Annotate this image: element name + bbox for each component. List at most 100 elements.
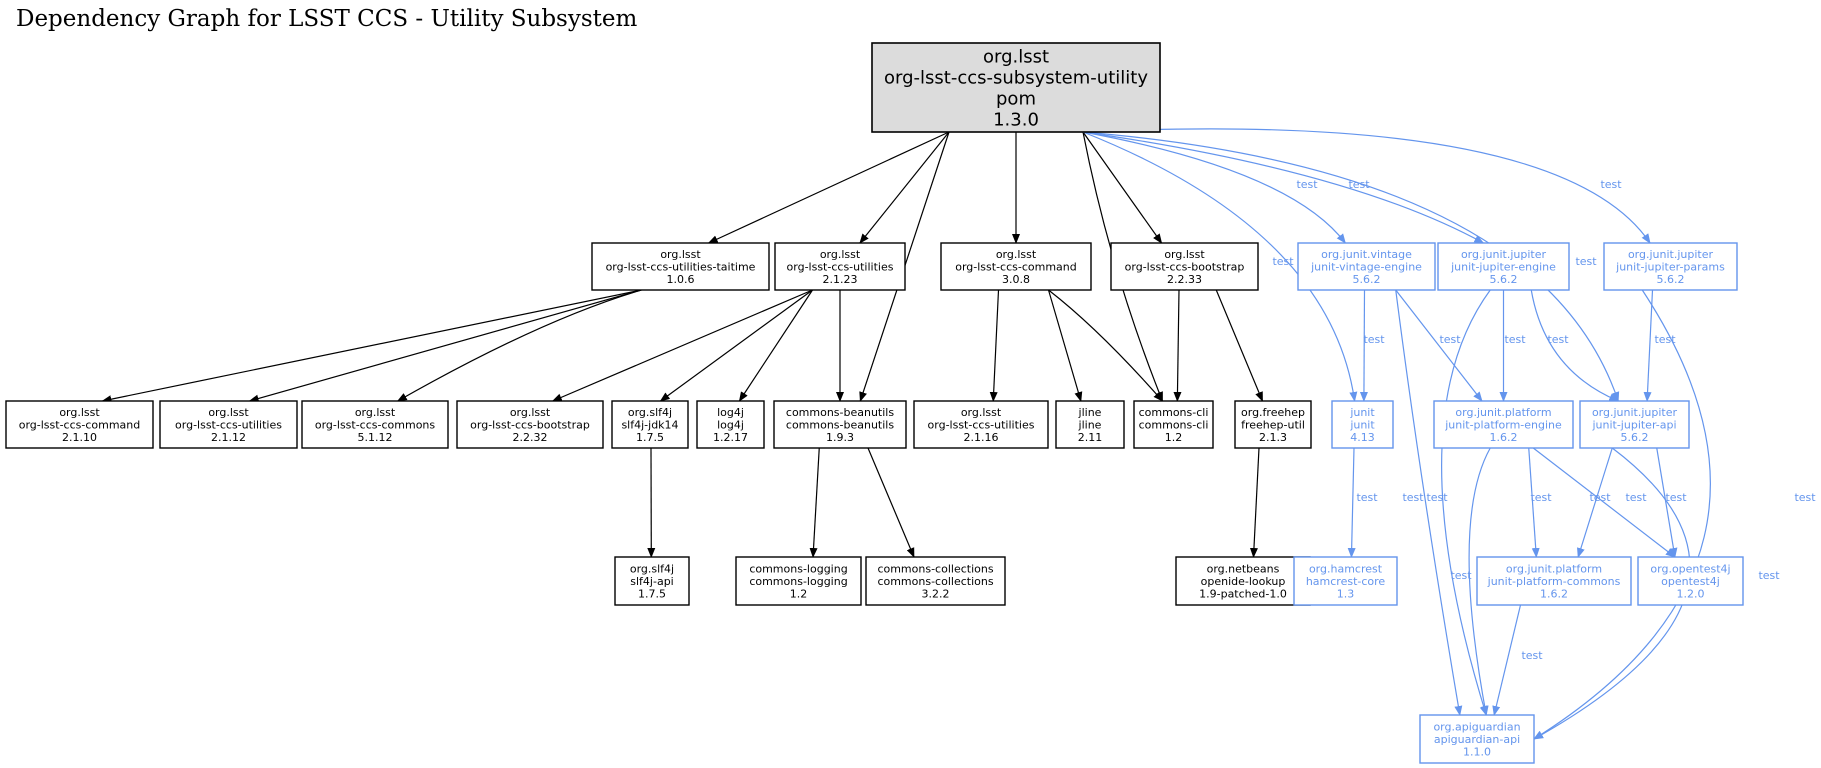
node-box: [774, 242, 906, 291]
node-box: [1297, 242, 1436, 291]
edge-jupparams-to-apiguardian: [1533, 289, 1711, 740]
node-label-line: 1.3.0: [993, 109, 1039, 130]
node-label-line: junit-jupiter-api: [1591, 418, 1676, 431]
node-label-line: junit-vintage-engine: [1310, 260, 1422, 273]
node-label-line: commons-cli: [1139, 418, 1209, 431]
node-label-line: 2.2.33: [1167, 273, 1202, 286]
node-label-line: 1.1.0: [1463, 745, 1491, 758]
node-label-line: commons-cli: [1139, 406, 1209, 419]
node-label-line: org.junit.vintage: [1321, 248, 1412, 261]
edge-jupparams-to-jupapi: [1643, 289, 1654, 402]
node-label-line: commons-logging: [749, 575, 847, 588]
node-label-line: org.opentest4j: [1650, 562, 1730, 575]
node-jupparams: org.junit.jupiterjunit-jupiter-params5.6…: [1603, 242, 1738, 291]
node-root: org.lsstorg-lsst-ccs-subsystem-utilitypo…: [871, 42, 1161, 133]
node-label-line: org.lsst: [660, 248, 701, 261]
edge-junit-to-hamcrest: [1347, 447, 1356, 558]
node-label-line: junit: [1349, 406, 1375, 419]
edge-root-to-junit: [1082, 131, 1358, 402]
edge-label: test: [1530, 491, 1552, 504]
node-label-line: org-lsst-ccs-command: [955, 260, 1077, 273]
node-label-line: org.lsst: [355, 406, 396, 419]
node-label-line: org.lsst: [208, 406, 249, 419]
node-label-line: org-lsst-ccs-utilities: [787, 260, 894, 273]
edge-command308-to-commonscli: [1048, 289, 1164, 402]
node-box: [940, 242, 1092, 291]
node-box: [1110, 242, 1259, 291]
edge-root-to-bootstrap2233: [1082, 131, 1163, 244]
node-box: [301, 400, 449, 449]
node-label-line: org.slf4j: [630, 562, 674, 575]
node-collections: commons-collectionscommons-collections3.…: [865, 556, 1006, 606]
node-box: [5, 400, 154, 449]
node-label-line: 4.13: [1350, 431, 1375, 444]
node-label-line: 5.6.2: [1621, 431, 1649, 444]
node-box: [1293, 556, 1398, 606]
node-label-line: 2.1.12: [211, 431, 246, 444]
node-label-line: 5.6.2: [1657, 273, 1685, 286]
node-label-line: 1.2.17: [713, 431, 748, 444]
edge-bootstrap2233-to-freehep: [1215, 289, 1264, 402]
edge-freehep-to-openide: [1249, 447, 1260, 558]
edge-label: test: [1363, 333, 1385, 346]
edge-jupengine-to-apiguardian: [1441, 289, 1491, 716]
node-label-line: log4j: [717, 406, 744, 419]
edge-label: test: [1575, 255, 1597, 268]
node-box: [614, 556, 690, 606]
node-label-line: junit-jupiter-params: [1615, 260, 1725, 273]
node-label-line: commons-logging: [749, 562, 847, 575]
edge-label: test: [1296, 178, 1318, 191]
nodes-layer: org.lsstorg-lsst-ccs-subsystem-utilitypo…: [5, 42, 1744, 764]
edge-beanutils-to-collections: [867, 447, 915, 558]
node-label-line: org.junit.jupiter: [1592, 406, 1678, 419]
node-label-line: org.slf4j: [628, 406, 672, 419]
node-label-line: 2.1.3: [1259, 431, 1287, 444]
edge-jupapi-to-platcommons: [1577, 447, 1613, 558]
edge-root-to-vintage: [1082, 131, 1346, 244]
edge-label: test: [1758, 569, 1780, 582]
edge-root-to-jupparams: [1082, 128, 1651, 244]
node-label-line: 2.2.32: [513, 431, 548, 444]
node-box: [1433, 400, 1574, 449]
node-label-line: 1.6.2: [1490, 431, 1518, 444]
node-box: [871, 42, 1161, 133]
edge-vintage-to-platengine: [1395, 289, 1483, 402]
node-box: [735, 556, 862, 606]
node-label-line: org-lsst-ccs-utilities: [928, 418, 1035, 431]
node-box: [1133, 400, 1214, 449]
node-box: [591, 242, 770, 291]
node-box: [913, 400, 1049, 449]
node-label-line: slf4j-jdk14: [621, 418, 678, 431]
node-label-line: 3.0.8: [1002, 273, 1030, 286]
node-label-line: 1.2: [1165, 431, 1183, 444]
edge-beanutils-to-logging: [809, 447, 820, 558]
edge-label: test: [1547, 333, 1569, 346]
node-label-line: org-lsst-ccs-command: [19, 418, 141, 431]
edge-label: test: [1272, 255, 1294, 268]
node-label-line: org.lsst: [59, 406, 100, 419]
node-label-line: freehep-util: [1241, 418, 1305, 431]
edge-root-to-utilities2123: [859, 131, 950, 244]
edge-label: test: [1402, 491, 1424, 504]
node-jupengine: org.junit.jupiterjunit-jupiter-engine5.6…: [1437, 242, 1570, 291]
edge-label: test: [1794, 491, 1816, 504]
edge-vintage-to-apiguardian: [1395, 289, 1463, 716]
node-label-line: 1.2: [790, 587, 808, 600]
node-box: [1419, 714, 1535, 764]
node-label-line: pom: [996, 88, 1036, 109]
edge-label: test: [1356, 491, 1378, 504]
node-label-line: junit-platform-engine: [1444, 418, 1562, 431]
edge-label: test: [1665, 491, 1687, 504]
node-label-line: org.lsst: [961, 406, 1002, 419]
